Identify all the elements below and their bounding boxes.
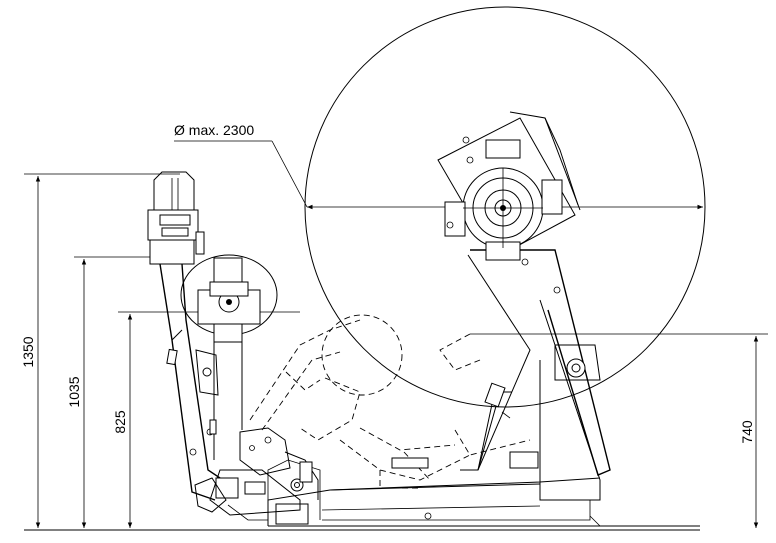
middle-arm xyxy=(180,254,278,460)
mandrel-head xyxy=(437,111,581,266)
dimension-1350: 1350 xyxy=(20,173,180,528)
left-arm xyxy=(147,171,227,501)
dimension-825-label: 825 xyxy=(112,410,128,434)
main-upright-arm xyxy=(460,249,611,501)
base-frame xyxy=(267,451,700,527)
coil-diameter-circle: Ø max. 2300 xyxy=(174,6,706,408)
dimension-740-label: 740 xyxy=(739,420,755,444)
pivot-assembly xyxy=(194,427,319,521)
folded-arm-dashed xyxy=(249,314,531,489)
dimension-740: 740 xyxy=(470,333,768,528)
dimension-1035-label: 1035 xyxy=(66,376,82,407)
dimension-1035: 1035 xyxy=(66,256,185,528)
dimension-825: 825 xyxy=(112,311,300,528)
dimension-1350-label: 1350 xyxy=(20,336,36,367)
diameter-label: Ø max. 2300 xyxy=(174,122,254,138)
